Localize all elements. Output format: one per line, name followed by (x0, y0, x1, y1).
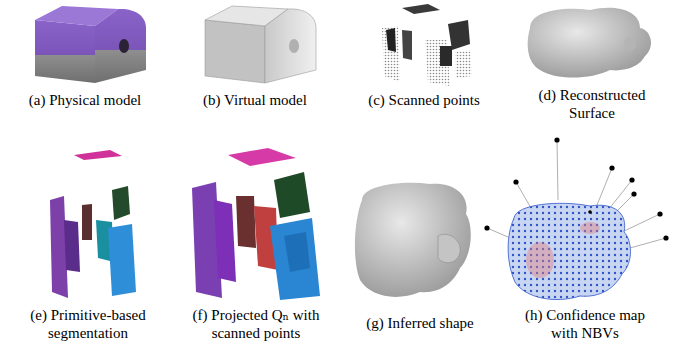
panel-caption: (e) Primitive-based segmentation (13, 306, 163, 342)
reconstructed-surface (528, 8, 651, 78)
projected-points (192, 148, 320, 300)
panel-caption: (g) Inferred shape (340, 314, 500, 332)
panel-caption: (h) Confidence map with NBVs (510, 306, 660, 342)
scanned-points (382, 4, 472, 86)
panel-caption: (a) Physical model (3, 91, 168, 109)
panel-caption: (c) Scanned points (342, 91, 507, 109)
physical-model (35, 6, 146, 83)
confidence-map (484, 137, 668, 299)
segmentation (50, 150, 136, 298)
virtual-model (205, 6, 316, 83)
panel-caption: (b) Virtual model (173, 91, 338, 109)
panel-caption: (f) Projected Qₙ with scanned points (181, 306, 331, 342)
panel-caption: (d) Reconstructed Surface (522, 86, 662, 122)
inferred-shape (355, 183, 471, 297)
